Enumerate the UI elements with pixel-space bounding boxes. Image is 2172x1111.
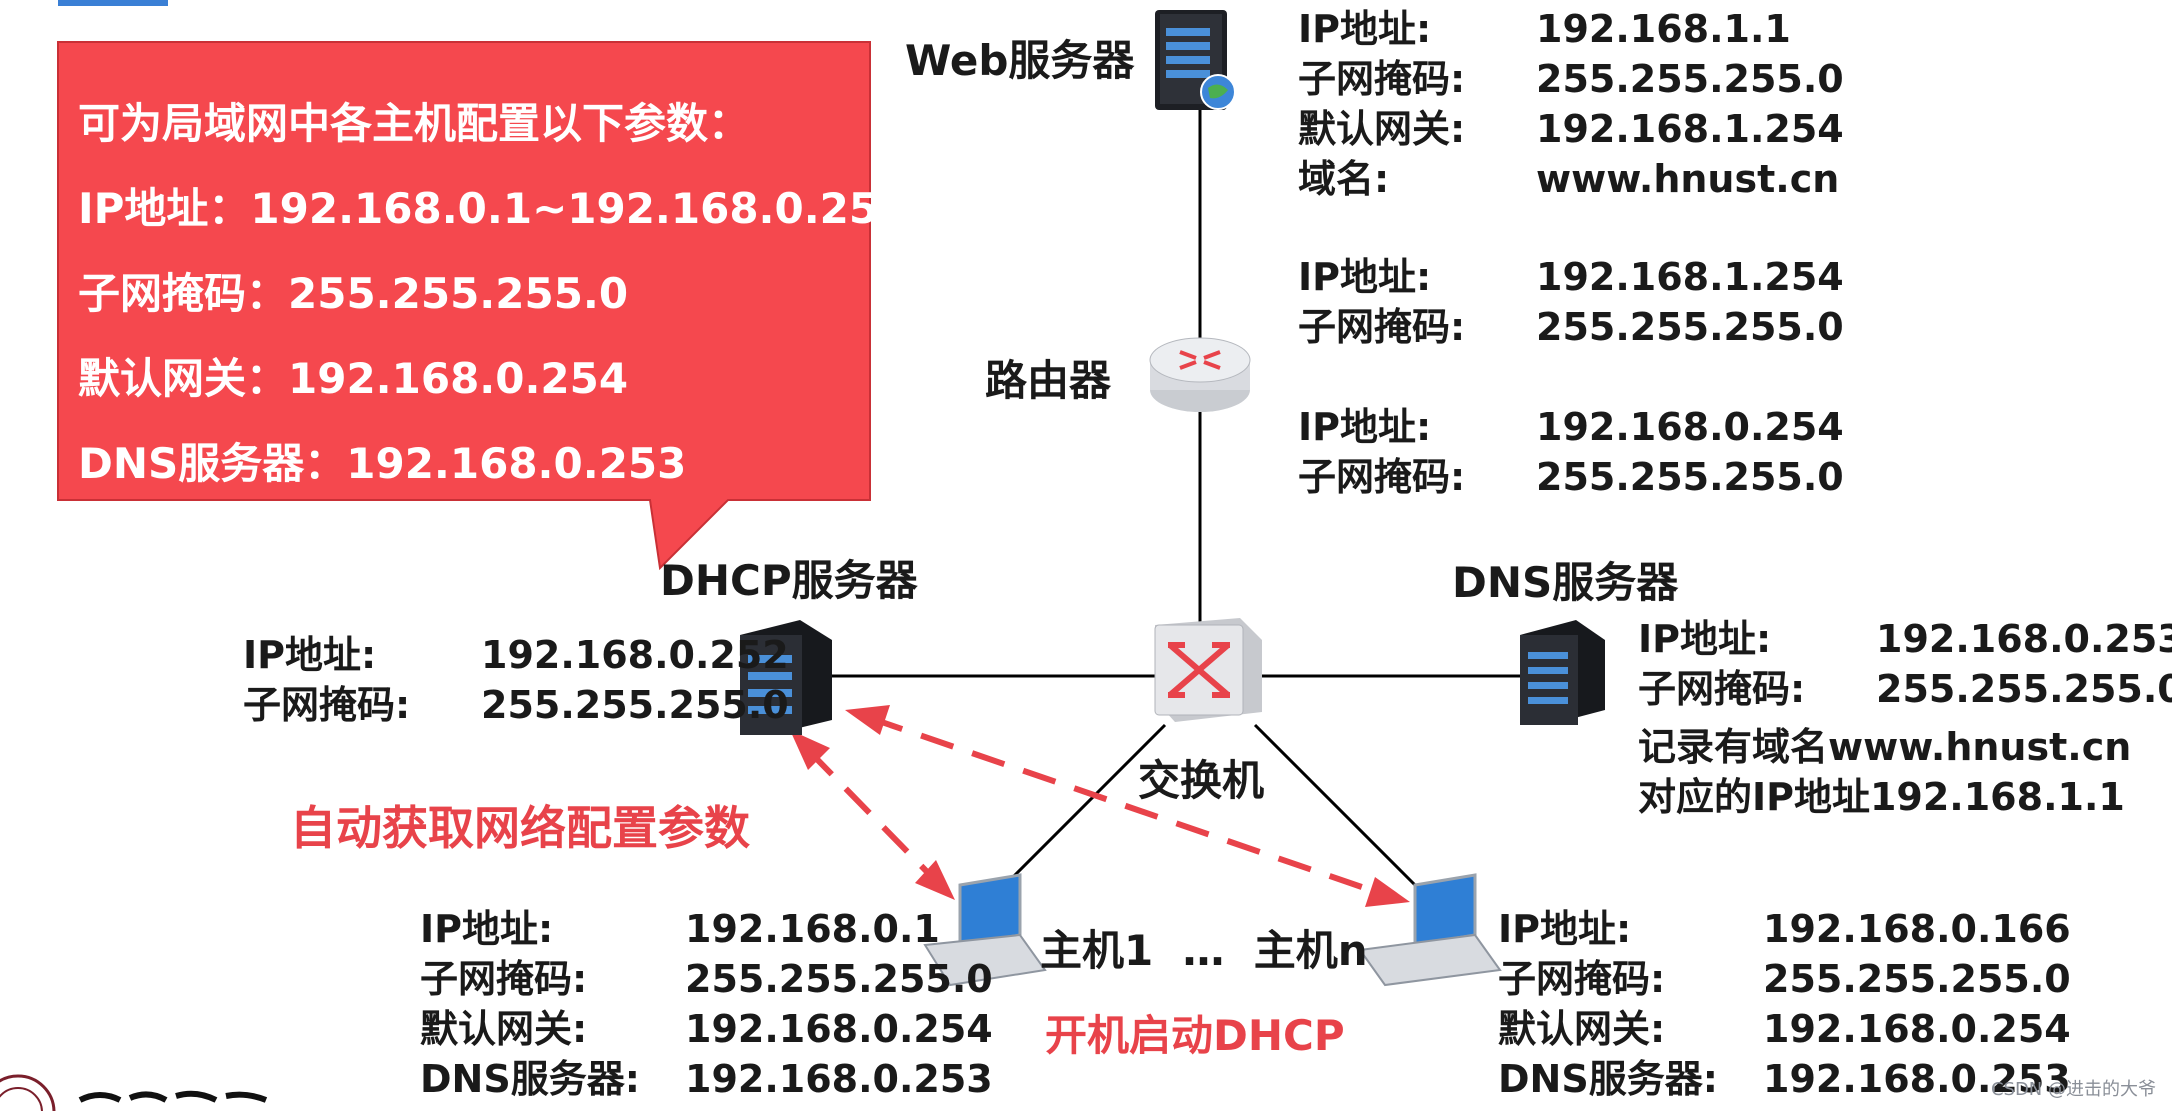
web-server-icon xyxy=(1155,10,1236,110)
router-lower-params: IP地址: 192.168.0.254 子网掩码: 255.255.255.0 xyxy=(1298,405,1844,499)
param-value: www.hnust.cn xyxy=(1536,157,1840,201)
router-label: 路由器 xyxy=(985,356,1112,405)
callout-line: IP地址：192.168.0.1~192.168.0.251 xyxy=(78,184,908,233)
param-value: 192.168.0.253 xyxy=(685,1057,993,1101)
param-value: 192.168.0.254 xyxy=(685,1007,993,1051)
param-key: 子网掩码: xyxy=(1638,667,1806,711)
arrowhead-1a xyxy=(790,730,830,770)
param-value: 192.168.0.253 xyxy=(1763,1057,2071,1101)
university-logo xyxy=(0,1074,268,1111)
switch-host1-link xyxy=(998,723,1167,892)
arrowhead-1b xyxy=(915,860,955,900)
boot-dhcp-annotation: 开机启动DHCP xyxy=(1045,1011,1345,1060)
param-key: IP地址: xyxy=(1298,7,1432,51)
param-value: 255.255.255.0 xyxy=(1536,455,1844,499)
param-key: 子网掩码: xyxy=(243,683,411,727)
param-value: 192.168.0.1 xyxy=(685,907,940,951)
param-value: 255.255.255.0 xyxy=(481,683,789,727)
router-icon xyxy=(1149,337,1251,412)
laptop-host1-icon xyxy=(923,873,1047,987)
param-key: 子网掩码: xyxy=(1298,455,1466,499)
param-value: 192.168.0.166 xyxy=(1763,907,2071,951)
param-key: IP地址: xyxy=(1298,405,1432,449)
switch-icon xyxy=(1154,618,1262,722)
param-key: DNS服务器: xyxy=(1498,1057,1718,1101)
param-key: DNS服务器: xyxy=(420,1057,640,1101)
dns-server-params: IP地址: 192.168.0.253 子网掩码: 255.255.255.0 xyxy=(1638,617,2172,711)
web-server-params: IP地址: 192.168.1.1 子网掩码: 255.255.255.0 默认… xyxy=(1298,7,1844,201)
param-value: 192.168.1.254 xyxy=(1536,255,1844,299)
laptop-hostn-icon xyxy=(1358,873,1502,987)
switch-label: 交换机 xyxy=(1138,756,1265,805)
dhcp-server-params: IP地址: 192.168.0.252 子网掩码: 255.255.255.0 xyxy=(243,633,789,727)
param-key: IP地址: xyxy=(420,907,554,951)
param-value: 192.168.0.253 xyxy=(1876,617,2172,661)
callout-bubble xyxy=(57,41,871,571)
param-value: 192.168.1.1 xyxy=(1536,7,1791,51)
param-key: 子网掩码: xyxy=(1298,57,1466,101)
param-key: 域名: xyxy=(1298,157,1390,201)
dns-server-label: DNS服务器 xyxy=(1452,558,1679,607)
param-key: 默认网关: xyxy=(1498,1007,1666,1051)
param-value: 255.255.255.0 xyxy=(1536,57,1844,101)
param-value: 192.168.0.254 xyxy=(1763,1007,2071,1051)
callout-line: 子网掩码：255.255.255.0 xyxy=(78,269,629,318)
dhcp-arrows xyxy=(805,715,1386,898)
dns-server-icon xyxy=(1520,620,1605,725)
arrow-dhcp-host1 xyxy=(805,747,938,883)
param-value: 255.255.255.0 xyxy=(1763,957,2071,1001)
param-key: 子网掩码: xyxy=(1298,305,1466,349)
hosts-label: 主机1 … 主机n xyxy=(1040,926,1368,975)
param-key: IP地址: xyxy=(1298,255,1432,299)
callout-line: 默认网关：192.168.0.254 xyxy=(78,354,629,403)
callout-line: DNS服务器：192.168.0.253 xyxy=(78,439,687,488)
dns-record-note: 对应的IP地址192.168.1.1 xyxy=(1638,775,2125,819)
host1-params: IP地址: 192.168.0.1 子网掩码: 255.255.255.0 默认… xyxy=(420,907,993,1110)
hostn-params: IP地址: 192.168.0.166 子网掩码: 255.255.255.0 … xyxy=(1498,907,2071,1110)
param-key: IP地址: xyxy=(1498,907,1632,951)
param-key: 默认网关: xyxy=(420,1007,588,1051)
param-value: 192.168.0.252 xyxy=(481,633,789,677)
param-key: IP地址: xyxy=(1638,617,1772,661)
switch-hostn-link xyxy=(1253,723,1417,887)
param-value: 255.255.255.0 xyxy=(1536,305,1844,349)
arrow-dhcp-hostn xyxy=(869,715,1386,898)
param-value: 255.255.255.0 xyxy=(685,957,993,1001)
param-key: IP地址: xyxy=(243,633,377,677)
arrowhead-2a xyxy=(845,705,890,735)
param-key: 子网掩码: xyxy=(420,957,588,1001)
router-upper-params: IP地址: 192.168.1.254 子网掩码: 255.255.255.0 xyxy=(1298,255,1844,349)
dns-record-note: 记录有域名www.hnust.cn xyxy=(1638,725,2132,769)
param-key: 默认网关: xyxy=(1298,107,1466,151)
param-value: 192.168.1.254 xyxy=(1536,107,1844,151)
auto-config-annotation: 自动获取网络配置参数 xyxy=(290,801,750,855)
dhcp-server-label: DHCP服务器 xyxy=(660,556,918,605)
param-value: 192.168.0.254 xyxy=(1536,405,1844,449)
param-value: 255.255.255.0 xyxy=(1876,667,2172,711)
arrowhead-2b xyxy=(1365,877,1410,907)
web-server-label: Web服务器 xyxy=(905,36,1135,85)
watermark: CSDN @进击的大爷 xyxy=(1990,1079,2156,1100)
dhcp-server-icon xyxy=(740,620,832,735)
param-key: 子网掩码: xyxy=(1498,957,1666,1001)
callout-title: 可为局域网中各主机配置以下参数： xyxy=(78,99,751,148)
slide-tab-marker xyxy=(58,0,168,6)
